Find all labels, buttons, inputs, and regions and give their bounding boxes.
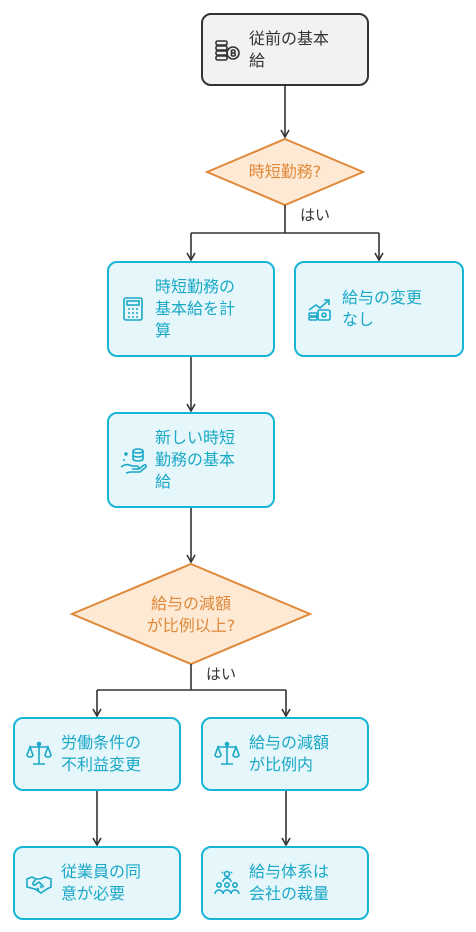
calc-node[interactable]: 時短勤務の 基本給を計 算	[107, 261, 275, 357]
edge-decision1-branch	[191, 205, 379, 234]
handshake-icon	[26, 876, 52, 894]
nochange-node[interactable]: 給与の変更 なし	[294, 261, 464, 357]
calculator-icon	[123, 297, 143, 321]
calc-node-label: 時短勤務の 基本給を計 算	[155, 277, 236, 340]
edge-label-yes-2: はい	[206, 665, 237, 683]
unfavorable-node-label: 労働条件の 不利益変更	[61, 733, 142, 774]
scale-icon	[214, 741, 240, 765]
consent-node[interactable]: 従業員の同 意が必要	[13, 846, 181, 920]
money-trend-icon	[308, 299, 331, 321]
start-node[interactable]: 従前の基本 給	[201, 13, 369, 86]
discretion-node[interactable]: 給与体系は 会社の裁量	[201, 846, 369, 920]
proportional-node-label: 給与の減額 が比例内	[249, 733, 330, 774]
nochange-node-label: 給与の変更 なし	[342, 288, 423, 329]
newpay-node-label: 新しい時短 勤務の基本 給	[155, 428, 236, 491]
proportional-node[interactable]: 給与の減額 が比例内	[201, 717, 369, 791]
team-icon	[214, 870, 240, 895]
decision-reduction[interactable]: 給与の減額 が比例以上?	[146, 594, 236, 635]
hand-money-icon	[120, 448, 147, 474]
coins-icon	[215, 39, 240, 61]
consent-node-label: 従業員の同 意が必要	[61, 862, 142, 903]
edge-label-yes-1: はい	[300, 206, 331, 224]
decision-shorthours[interactable]: 時短勤務?	[248, 162, 322, 181]
discretion-node-label: 給与体系は 会社の裁量	[249, 862, 330, 903]
newpay-node[interactable]: 新しい時短 勤務の基本 給	[107, 412, 275, 508]
unfavorable-node[interactable]: 労働条件の 不利益変更	[13, 717, 181, 791]
start-node-label: 従前の基本 給	[249, 28, 330, 70]
edge-decision2-branch	[97, 664, 286, 691]
scale-icon	[26, 741, 52, 765]
